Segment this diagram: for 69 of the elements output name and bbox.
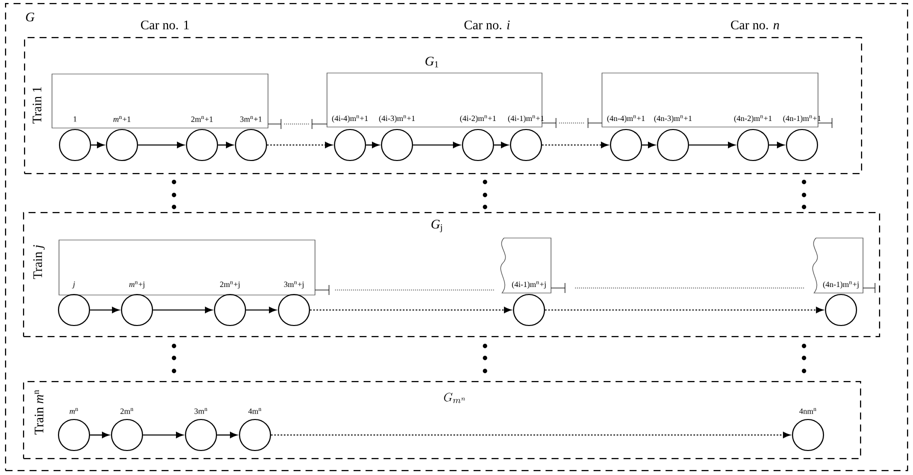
wheel-node: 3m$^{n}$+j <box>278 281 310 326</box>
node-label: (4n-3)m$^{n}$+1 <box>654 115 692 123</box>
wheel-node: 3m$^{n}$+1 <box>234 116 268 162</box>
node-label: (4n-4)m$^{n}$+1 <box>607 115 645 123</box>
arrow <box>143 432 184 438</box>
node-label: 2m$^{n}$+j <box>220 281 240 289</box>
column-heading: Car no. i <box>464 20 510 30</box>
wheel-node: 2m$^{n}$+j <box>214 281 246 326</box>
wheel-node: (4i-4)m$^{n}$+1 <box>332 115 368 162</box>
wheel-node: (4n-1)m$^{n}$+1 <box>783 115 821 162</box>
node-label: 2m$^{n}$ <box>120 408 134 414</box>
arrow <box>542 142 608 148</box>
arrow <box>413 142 460 148</box>
node-label: 2m$^{n}$+1 <box>191 116 213 122</box>
node-label: (4n-1)m$^{n}$+j <box>823 281 859 289</box>
arrow <box>217 432 238 438</box>
wheel-node: (4n-2)m$^{n}$+1 <box>734 115 772 162</box>
wheel-node: 4nm$^{n}$ <box>792 408 824 452</box>
arrow <box>366 142 380 148</box>
wheel-node: 3m$^{n}$ <box>184 408 218 452</box>
node-label: m$^{n}$+1 <box>113 116 130 122</box>
arrow <box>246 306 276 314</box>
node-label: (4n-2)m$^{n}$+1 <box>734 115 772 123</box>
node-label: j <box>72 282 75 289</box>
node-label: 4nm$^{n}$ <box>799 408 816 414</box>
wheel-node: 4m$^{n}$ <box>238 408 272 452</box>
node-label: (4i-1)m$^{n}$+j <box>512 281 546 289</box>
node-label: 3m$^{n}$+1 <box>240 116 262 122</box>
node-label: (4i-2)m$^{n}$+1 <box>460 115 496 123</box>
node-label: m$^{n}$+j <box>129 281 144 289</box>
arrow <box>689 142 736 148</box>
arrow <box>90 306 120 314</box>
column-heading: Car no. n <box>731 20 780 30</box>
wheel-node: (4i-1)m$^{n}$+1 <box>508 115 544 162</box>
wheel-node: (4i-3)m$^{n}$+1 <box>379 115 415 162</box>
wheel-node: (4n-4)m$^{n}$+1 <box>607 115 645 162</box>
arrow <box>494 142 508 148</box>
arrow <box>267 142 332 148</box>
arrow <box>310 306 512 314</box>
wheel-node: 2m$^{n}$+1 <box>186 116 218 162</box>
node-label: (4i-4)m$^{n}$+1 <box>332 115 368 123</box>
column-heading: Car no. 1 <box>140 20 189 30</box>
node-label: 3m$^{n}$ <box>194 408 208 414</box>
node-label: (4n-1)m$^{n}$+1 <box>783 115 821 123</box>
node-label: m$^{n}$ <box>70 408 78 414</box>
arrow <box>153 306 212 314</box>
node-label: 3m$^{n}$+j <box>284 281 304 289</box>
wheel-node: (4i-2)m$^{n}$+1 <box>460 115 496 162</box>
wheel-node: (4n-3)m$^{n}$+1 <box>654 115 692 162</box>
arrow <box>271 432 790 438</box>
arrow <box>91 142 104 148</box>
wheel-node: m$^{n}$+1 <box>106 116 138 162</box>
wheel-node: 1 <box>58 116 92 162</box>
arrow <box>642 142 656 148</box>
arrow <box>769 142 784 148</box>
wheel-node: j <box>58 282 90 326</box>
arrow <box>545 306 824 314</box>
arrow <box>138 142 184 148</box>
wheel-node: (4i-1)m$^{n}$+j <box>512 281 546 326</box>
wheel-node: m$^{n}$+j <box>120 281 154 326</box>
wheel-node: (4n-1)m$^{n}$+j <box>823 281 859 326</box>
arrow <box>218 142 234 148</box>
node-label: 1 <box>74 116 77 122</box>
node-label: (4i-3)m$^{n}$+1 <box>379 115 415 123</box>
node-label: (4i-1)m$^{n}$+1 <box>508 115 544 123</box>
wheel-node: m$^{n}$ <box>58 408 90 452</box>
arrow <box>90 432 110 438</box>
wheel-node: 2m$^{n}$ <box>110 408 144 452</box>
node-label: 4m$^{n}$ <box>248 408 262 414</box>
